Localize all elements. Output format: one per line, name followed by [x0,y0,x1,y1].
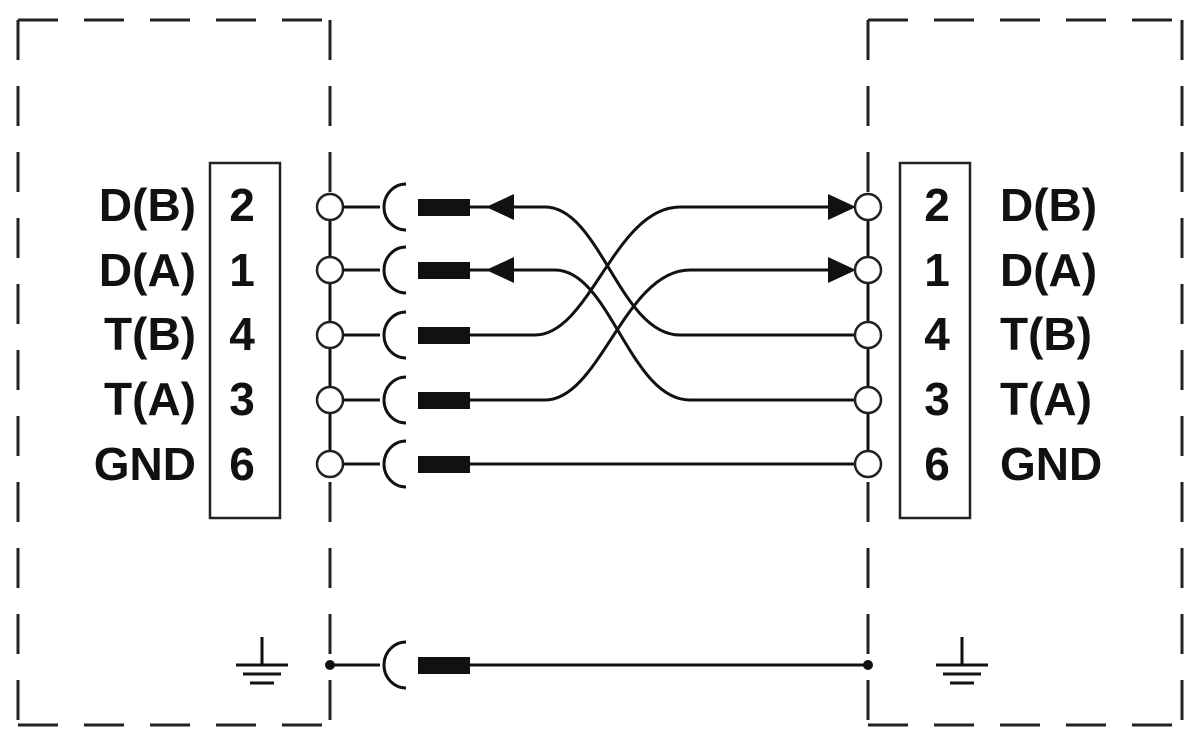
left-pin-number: 3 [229,373,255,425]
left-pin-number: 4 [229,308,255,360]
right-signal-label: T(A) [1000,373,1092,425]
connector-plug-icon [418,199,470,216]
right-signal-label: T(B) [1000,308,1092,360]
left-pin-number: 6 [229,438,255,490]
left-signal-label: T(B) [104,308,196,360]
connector-plug-icon [382,640,407,690]
ground-symbol-icon [936,637,988,685]
terminal-circle-icon [853,192,883,222]
right-pin-number: 2 [924,179,950,231]
terminal-circle-icon [315,385,345,415]
terminal-circle-icon [853,385,883,415]
right-pin-number: 4 [924,308,950,360]
connector-plug-icon [382,310,407,360]
arrow-head-icon [486,257,514,283]
wires [330,205,868,667]
connector-plug-icon [418,657,470,674]
left-terminal-block [208,161,282,520]
right-pin-number: 3 [924,373,950,425]
right-labels: 2 1 4 3 6 D(B) D(A) T(B) T(A) GND [924,179,1102,490]
wire-db [470,205,858,337]
wire-da [470,268,858,402]
connector-plug-icon [382,375,407,425]
connector-plug-icon [382,182,407,232]
connector-stubs [343,205,380,466]
left-pin-number: 2 [229,179,255,231]
connector-plug-icon [418,262,470,279]
terminal-circle-icon [315,320,345,350]
left-labels: D(B) D(A) T(B) T(A) GND 2 1 4 3 6 [94,179,255,490]
terminal-circle-icon [315,192,345,222]
shield-junction-dot [863,660,873,670]
left-signal-label: D(A) [99,244,196,296]
left-signal-label: GND [94,438,196,490]
arrow-head-icon [828,194,856,220]
shield-junction-dot [325,660,335,670]
left-signal-label: D(B) [99,179,196,231]
left-signal-label: T(A) [104,373,196,425]
terminal-circle-icon [853,449,883,479]
left-terminal-circles [315,192,345,479]
right-signal-label: D(B) [1000,179,1097,231]
left-pin-number: 1 [229,244,255,296]
connector-plug-icon [418,327,470,344]
terminal-circle-icon [315,255,345,285]
arrow-heads [486,194,856,283]
connector-plug-icon [382,245,407,295]
right-terminal-circles [853,192,883,479]
arrow-head-icon [828,257,856,283]
terminal-circle-icon [315,449,345,479]
connector-plug-icon [382,439,407,489]
right-signal-label: GND [1000,438,1102,490]
ground-symbol-icon [236,637,288,685]
terminal-circle-icon [853,255,883,285]
arrow-head-icon [486,194,514,220]
connector-plug-icon [418,456,470,473]
wire-ta [470,268,840,402]
right-pin-number: 6 [924,438,950,490]
terminal-circle-icon [853,320,883,350]
connector-plugs [382,182,470,690]
right-signal-label: D(A) [1000,244,1097,296]
right-terminal-block [898,161,972,520]
wire-tb [470,205,840,337]
connector-plug-icon [418,392,470,409]
right-pin-number: 1 [924,244,950,296]
